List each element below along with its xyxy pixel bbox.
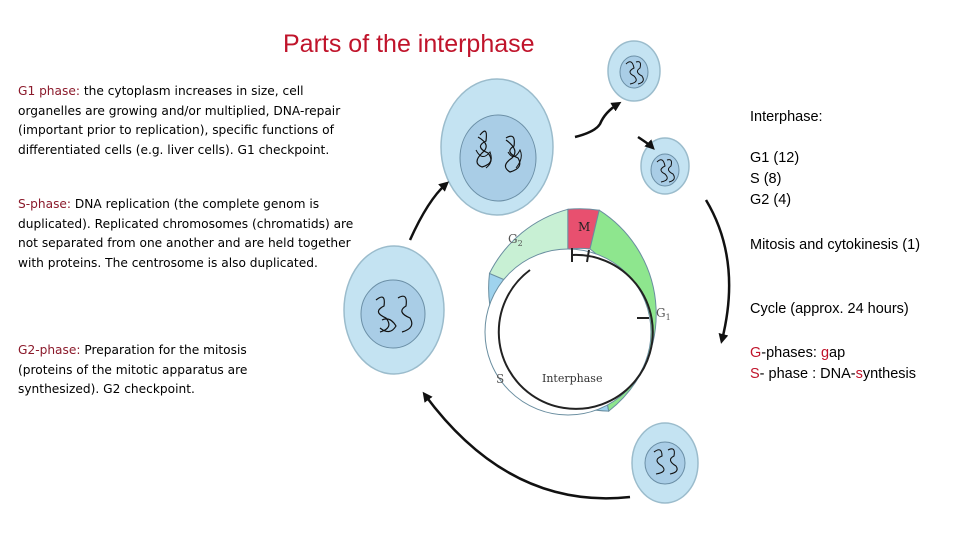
g2-label: G2-phase:: [18, 343, 81, 357]
label-g2: G2: [508, 232, 523, 248]
arrow-to-small-cell: [637, 135, 655, 150]
g1-description: G1 phase: the cytoplasm increases in siz…: [18, 82, 358, 160]
cell-bottom-right: [631, 422, 699, 504]
s-text: DNA replication (the complete genom is d…: [18, 197, 354, 270]
g-phases-definition: G-phases: gap: [750, 345, 846, 361]
cell-top-right: [607, 40, 661, 102]
arrow-left: [408, 181, 449, 241]
interphase-heading: Interphase:: [750, 109, 823, 125]
ring-inner: [484, 248, 652, 416]
label-interphase: Interphase: [542, 372, 602, 385]
duration-g1: G1 (12): [750, 150, 800, 166]
mitosis-duration: Mitosis and cytokinesis (1): [750, 237, 921, 253]
checkpoint-mark-g1: [586, 249, 590, 263]
cell-right-small: [640, 137, 690, 195]
g1-text: the cytoplasm increases in size, cell or…: [18, 84, 341, 157]
cell-top-left: [440, 78, 554, 216]
s-phase-definition: S- phase : DNA-synthesis: [750, 366, 917, 382]
page-title: Parts of the interphase: [283, 30, 535, 58]
arrow-right: [704, 199, 731, 344]
g1-label: G1 phase:: [18, 84, 80, 98]
phase-definitions: G-phases: gap S- phase : DNA-synthesis: [750, 343, 916, 385]
duration-s: S (8): [750, 171, 782, 187]
s-label: S-phase:: [18, 197, 72, 211]
duration-list: G1 (12) S (8) G2 (4): [750, 148, 799, 211]
g2-description: G2-phase: Preparation for the mitosis (p…: [18, 341, 288, 400]
label-m: M: [578, 220, 590, 234]
arrow-bottom: [422, 391, 631, 500]
inner-cycle-arc: [497, 253, 654, 410]
label-s: S: [496, 372, 504, 386]
s-description: S-phase: DNA replication (the complete g…: [18, 195, 358, 273]
g2-text: Preparation for the mitosis (proteins of…: [18, 343, 248, 396]
label-g1: G1: [656, 306, 671, 322]
cycle-duration: Cycle (approx. 24 hours): [750, 301, 909, 317]
arrow-division: [574, 101, 622, 139]
duration-g2: G2 (4): [750, 192, 792, 208]
cell-left: [343, 245, 445, 375]
